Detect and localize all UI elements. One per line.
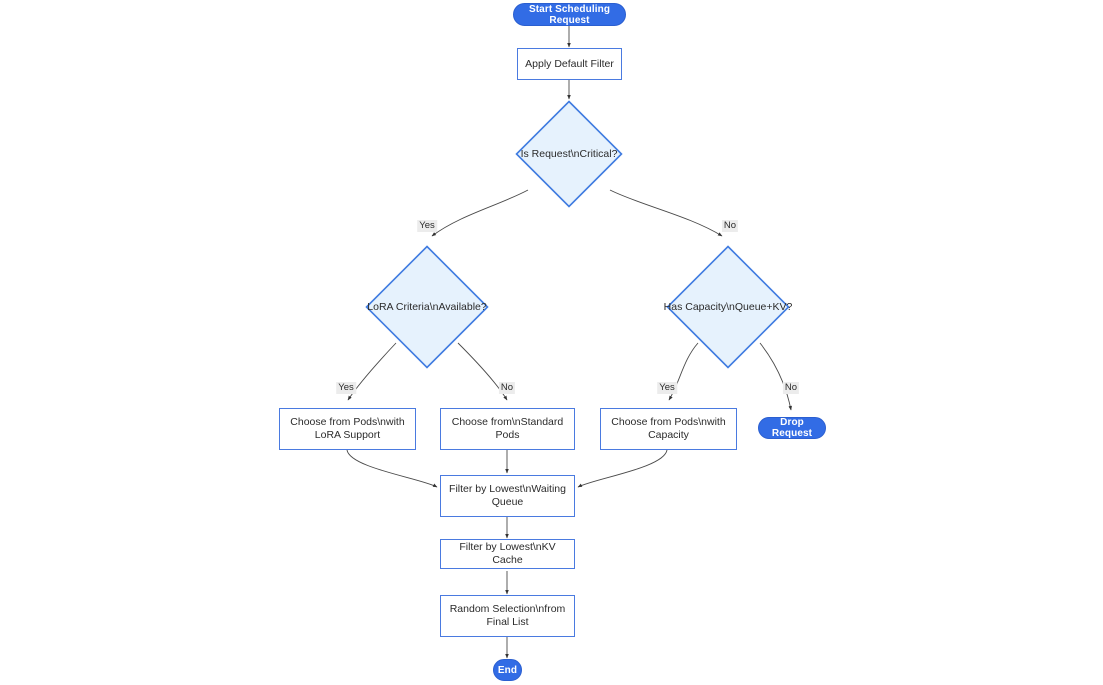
edge-label-lora-yes: Yes bbox=[336, 382, 356, 394]
edge-label-critical-no: No bbox=[721, 220, 739, 232]
node-choose-capacity-pods-label: Choose from Pods\nwith Capacity bbox=[611, 416, 726, 441]
node-end-label: End bbox=[497, 664, 518, 676]
edge-label-capacity-no: No bbox=[782, 382, 800, 394]
node-choose-standard-pods-label: Choose from\nStandard Pods bbox=[451, 416, 564, 441]
edge-label-critical-yes: Yes bbox=[417, 220, 437, 232]
node-choose-lora-pods-label: Choose from Pods\nwith LoRA Support bbox=[290, 416, 405, 441]
node-start-label: Start Scheduling Request bbox=[528, 3, 611, 26]
decision-diamond-shape bbox=[365, 245, 489, 369]
node-is-request-critical[interactable]: Is Request\nCritical? bbox=[515, 100, 623, 208]
decision-diamond-shape bbox=[515, 100, 623, 208]
node-lora-criteria-available-label: LoRA Criteria\nAvailable? bbox=[367, 300, 487, 313]
node-filter-waiting-queue-label: Filter by Lowest\nWaiting Queue bbox=[449, 483, 566, 508]
node-drop-request[interactable]: Drop Request bbox=[758, 417, 826, 439]
node-filter-kv-cache[interactable]: Filter by Lowest\nKV Cache bbox=[440, 539, 575, 569]
edge-label-lora-no: No bbox=[498, 382, 516, 394]
node-filter-waiting-queue[interactable]: Filter by Lowest\nWaiting Queue bbox=[440, 475, 575, 517]
node-choose-standard-pods[interactable]: Choose from\nStandard Pods bbox=[440, 408, 575, 450]
decision-diamond-shape bbox=[666, 245, 790, 369]
node-random-selection-label: Random Selection\nfrom Final List bbox=[449, 603, 566, 628]
node-has-capacity-label: Has Capacity\nQueue+KV? bbox=[663, 300, 793, 313]
node-is-request-critical-label: Is Request\nCritical? bbox=[520, 147, 618, 160]
node-filter-kv-cache-label: Filter by Lowest\nKV Cache bbox=[459, 541, 556, 566]
node-apply-default-filter[interactable]: Apply Default Filter bbox=[517, 48, 622, 80]
edge-capacitypods-to-waiting bbox=[577, 449, 668, 488]
node-end[interactable]: End bbox=[493, 659, 522, 681]
edge-lorapods-to-waiting bbox=[346, 449, 438, 488]
node-random-selection[interactable]: Random Selection\nfrom Final List bbox=[440, 595, 575, 637]
edge-critical-no bbox=[609, 189, 723, 237]
edge-label-capacity-yes: Yes bbox=[657, 382, 677, 394]
edge-capacity-yes bbox=[668, 342, 699, 401]
node-apply-default-filter-label: Apply Default Filter bbox=[525, 57, 614, 70]
edge-capacity-no bbox=[759, 342, 792, 411]
node-lora-criteria-available[interactable]: LoRA Criteria\nAvailable? bbox=[365, 245, 489, 369]
node-choose-lora-pods[interactable]: Choose from Pods\nwith LoRA Support bbox=[279, 408, 416, 450]
node-drop-request-label: Drop Request bbox=[771, 417, 813, 439]
edge-lora-no bbox=[457, 342, 508, 401]
edge-lora-yes bbox=[347, 342, 397, 401]
node-start[interactable]: Start Scheduling Request bbox=[513, 3, 626, 26]
node-has-capacity[interactable]: Has Capacity\nQueue+KV? bbox=[663, 245, 793, 369]
node-choose-capacity-pods[interactable]: Choose from Pods\nwith Capacity bbox=[600, 408, 737, 450]
edge-critical-yes bbox=[431, 189, 529, 237]
